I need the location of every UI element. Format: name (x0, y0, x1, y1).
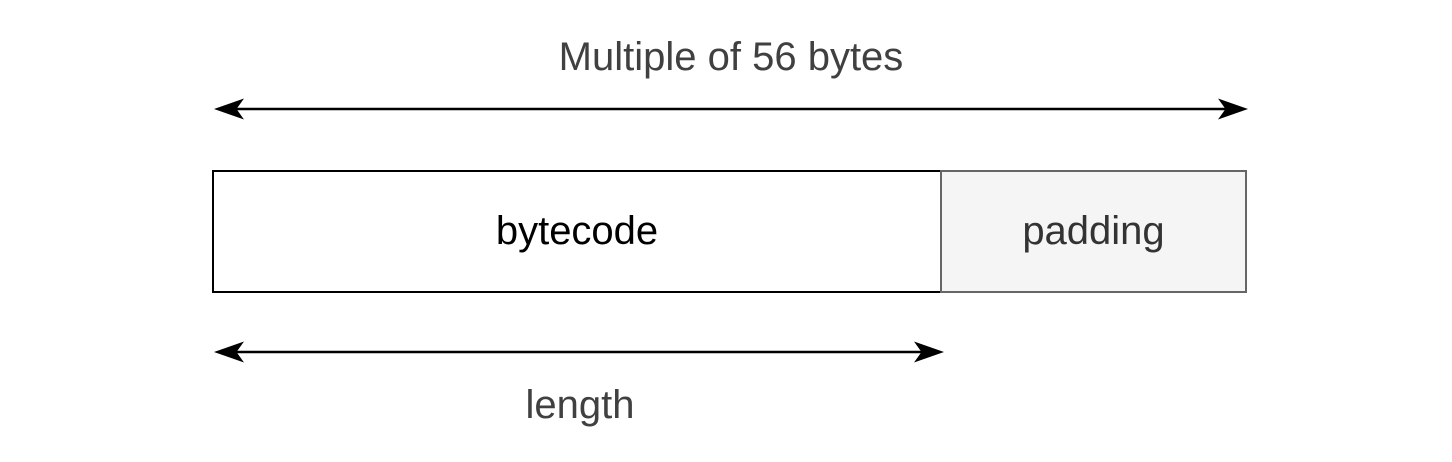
bytecode-label: bytecode (495, 209, 659, 253)
total-size-double-arrow (214, 98, 1248, 120)
length-arrowhead-left-icon (214, 341, 244, 363)
bytecode-segment: bytecode (212, 170, 942, 293)
padding-label: padding (1022, 209, 1165, 253)
padding-segment: padding (940, 170, 1247, 293)
total-size-arrowhead-right-icon (1218, 98, 1248, 120)
length-label: length (525, 383, 635, 427)
diagram-title: Multiple of 56 bytes (558, 35, 904, 79)
length-double-arrow (214, 341, 944, 363)
length-arrowhead-right-icon (914, 341, 944, 363)
total-size-arrowhead-left-icon (214, 98, 244, 120)
